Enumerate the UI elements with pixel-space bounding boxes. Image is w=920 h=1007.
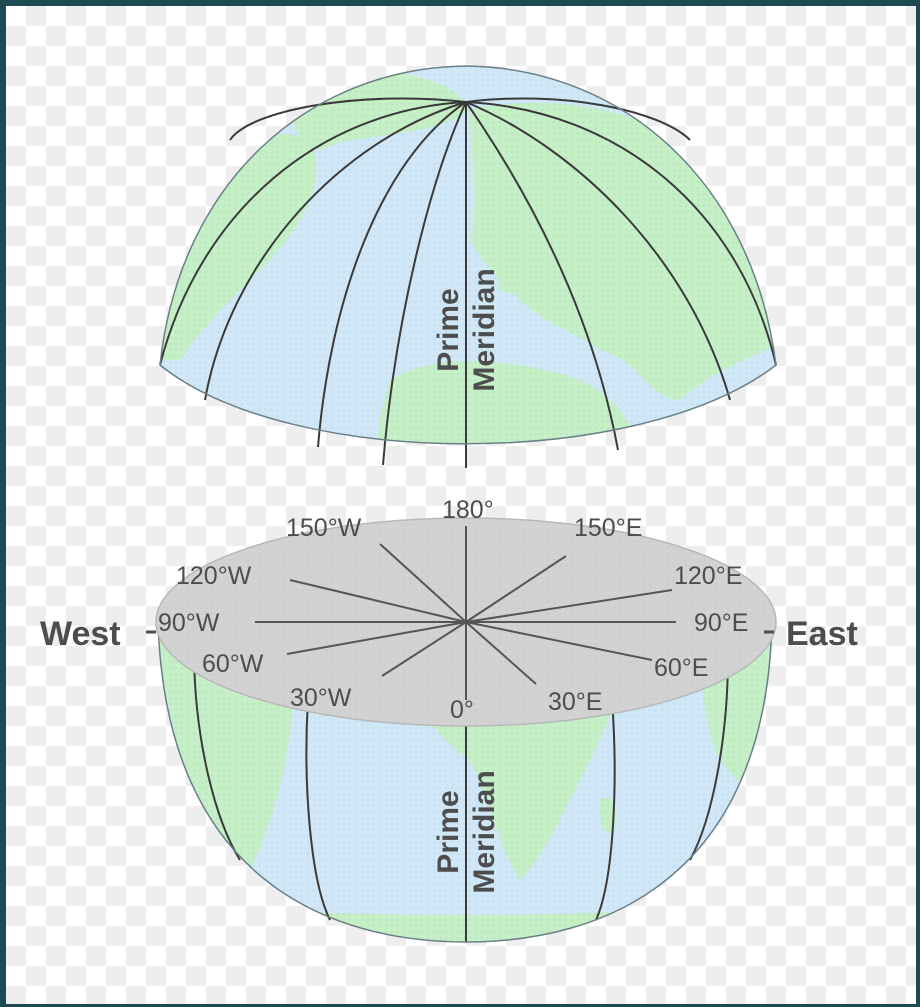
label-90w: 90°W [158, 609, 220, 637]
longitude-labels: 180° 150°W 150°E 120°W 120°E 90°W 90°E 6… [158, 496, 748, 724]
diagram-canvas: Prime Meridian Prime [6, 6, 916, 1004]
label-30e: 30°E [548, 688, 602, 716]
lower-label-prime: Prime [432, 790, 465, 873]
label-120e: 120°E [674, 562, 742, 590]
direction-labels: West East [40, 615, 858, 653]
label-30w: 30°W [290, 684, 352, 712]
upper-outline [159, 65, 777, 445]
upper-label-prime: Prime [432, 288, 465, 371]
label-150e: 150°E [574, 514, 642, 542]
equatorial-plane: 180° 150°W 150°E 120°W 120°E 90°W 90°E 6… [155, 496, 777, 727]
longitude-spokes [255, 526, 676, 700]
label-60w: 60°W [202, 650, 264, 678]
upper-prime-meridian-label: Prime Meridian [432, 268, 501, 391]
lower-meridian-lines [193, 654, 729, 942]
globe-diagram: Prime Meridian Prime [40, 65, 858, 943]
west-label: West [40, 615, 121, 653]
upper-label-meridian: Meridian [468, 268, 501, 391]
label-120w: 120°W [176, 562, 252, 590]
upper-hemisphere: Prime Meridian [159, 65, 777, 468]
label-90e: 90°E [694, 609, 748, 637]
lower-label-meridian: Meridian [468, 770, 501, 893]
east-label: East [786, 615, 858, 653]
lower-prime-meridian-label: Prime Meridian [432, 770, 501, 893]
lower-outline [157, 621, 773, 943]
label-150w: 150°W [286, 514, 362, 542]
label-180: 180° [442, 496, 494, 524]
label-0: 0° [450, 696, 474, 724]
upper-meridian-lines [159, 97, 777, 468]
label-60e: 60°E [654, 654, 708, 682]
